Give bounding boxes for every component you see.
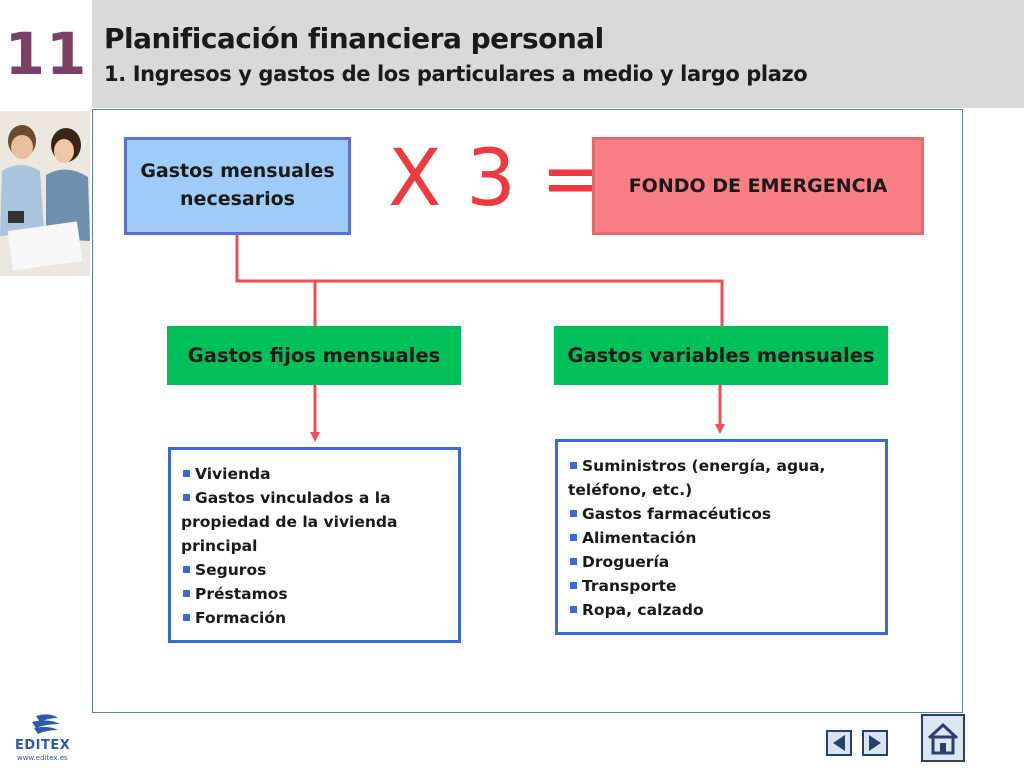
- page-title: Planificación financiera personal: [104, 22, 604, 55]
- variable-expenses-box: Gastos variables mensuales: [554, 326, 888, 385]
- triangle-right-icon: [869, 735, 881, 751]
- page-subtitle: 1. Ingresos y gastos de los particulares…: [104, 62, 808, 86]
- list-item: Alimentación: [568, 526, 875, 550]
- logo-text: EDITEX: [15, 738, 71, 753]
- logo-url: www.editex.es: [17, 754, 68, 762]
- bullet-icon: [570, 534, 577, 541]
- editex-logo-icon: [32, 714, 60, 734]
- bullet-icon: [570, 582, 577, 589]
- list-item: Formación: [181, 606, 448, 630]
- needed-expenses-box: Gastos mensuales necesarios: [124, 137, 351, 235]
- bullet-icon: [183, 566, 190, 573]
- next-slide-button[interactable]: [862, 730, 888, 756]
- bullet-icon: [570, 606, 577, 613]
- header-bar: [92, 0, 1024, 108]
- fixed-expenses-box: Gastos fijos mensuales: [167, 326, 461, 385]
- bullet-icon: [183, 614, 190, 621]
- bullet-icon: [570, 462, 577, 469]
- house-icon: [927, 722, 959, 755]
- fixed-expenses-list: Vivienda Gastos vinculados a la propieda…: [168, 447, 461, 643]
- variable-expenses-list: Suministros (energía, agua, teléfono, et…: [555, 439, 888, 635]
- bullet-icon: [183, 470, 190, 477]
- needed-expenses-label: Gastos mensuales necesarios: [140, 160, 335, 210]
- couple-photo: [0, 111, 90, 276]
- list-item: Ropa, calzado: [568, 598, 875, 622]
- list-item: Suministros (energía, agua, teléfono, et…: [568, 457, 826, 499]
- list-item: Gastos vinculados a la propiedad de la v…: [181, 489, 398, 555]
- list-item: Vivienda: [181, 462, 448, 486]
- home-button[interactable]: [921, 714, 965, 762]
- bullet-icon: [570, 558, 577, 565]
- list-item: Préstamos: [181, 582, 448, 606]
- emergency-fund-box: FONDO DE EMERGENCIA: [592, 137, 924, 235]
- triangle-left-icon: [833, 735, 845, 751]
- variable-expenses-label: Gastos variables mensuales: [567, 344, 875, 367]
- emergency-fund-label: FONDO DE EMERGENCIA: [628, 175, 888, 197]
- multiplier-text: X 3 =: [388, 134, 607, 224]
- bullet-icon: [183, 494, 190, 501]
- connector-needed-to-split: [235, 235, 724, 326]
- list-item: Gastos farmacéuticos: [568, 502, 875, 526]
- list-item: Seguros: [181, 558, 448, 582]
- previous-slide-button[interactable]: [826, 730, 852, 756]
- bullet-icon: [183, 590, 190, 597]
- list-item: Transporte: [568, 574, 875, 598]
- list-item: Droguería: [568, 550, 875, 574]
- bullet-icon: [570, 510, 577, 517]
- fixed-expenses-label: Gastos fijos mensuales: [187, 344, 441, 367]
- chapter-number: 11: [4, 20, 88, 88]
